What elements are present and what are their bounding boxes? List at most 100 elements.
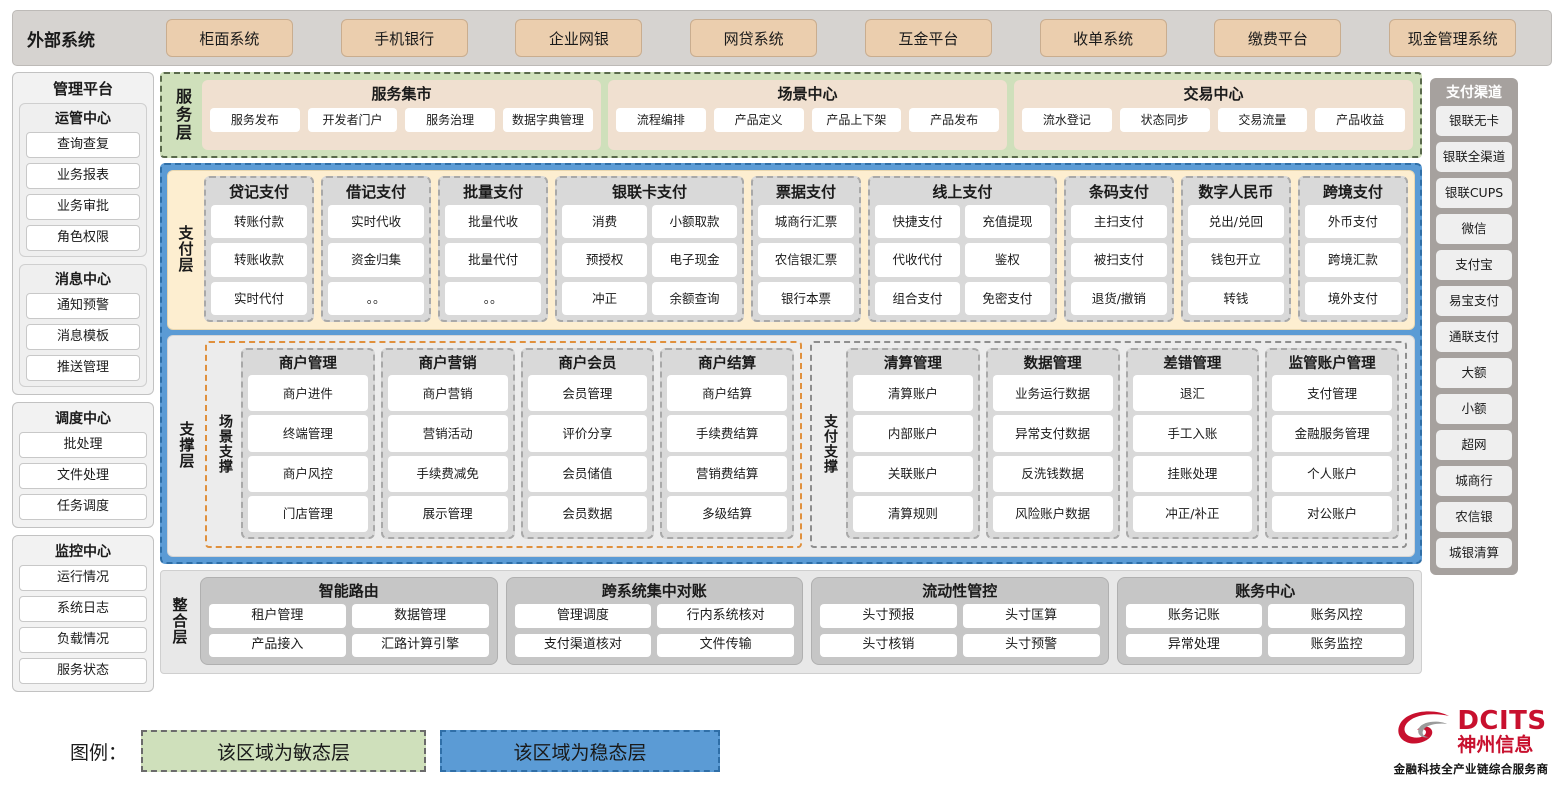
payment-item[interactable]: 鉴权 xyxy=(964,243,1050,277)
payment-item[interactable]: 钱包开立 xyxy=(1187,243,1284,277)
service-item[interactable]: 数据字典管理 xyxy=(502,108,593,132)
service-item[interactable]: 流水登记 xyxy=(1022,108,1112,132)
support-item[interactable]: 终端管理 xyxy=(248,415,368,452)
support-item[interactable]: 商户进件 xyxy=(248,375,368,412)
payment-item[interactable]: 兑出/兑回 xyxy=(1187,205,1284,239)
support-item[interactable]: 会员储值 xyxy=(527,455,648,492)
integration-item[interactable]: 产品接入 xyxy=(209,633,346,657)
payment-item[interactable]: 农信银汇票 xyxy=(757,243,854,277)
support-item[interactable]: 营销活动 xyxy=(387,415,508,452)
service-item[interactable]: 状态同步 xyxy=(1119,108,1210,132)
management-item[interactable]: 查询查复 xyxy=(26,132,140,158)
payment-item[interactable]: 实时代收 xyxy=(328,205,425,239)
payment-item[interactable]: 转账付款 xyxy=(211,205,308,239)
payment-channel-item[interactable]: 城商行 xyxy=(1436,466,1512,496)
support-item[interactable]: 支付管理 xyxy=(1272,375,1392,412)
service-item[interactable]: 产品发布 xyxy=(909,108,999,132)
payment-channel-item[interactable]: 银联CUPS xyxy=(1436,178,1512,208)
management-item[interactable]: 任务调度 xyxy=(19,494,147,520)
integration-item[interactable]: 汇路计算引擎 xyxy=(351,633,489,657)
management-item[interactable]: 批处理 xyxy=(19,432,147,458)
integration-item[interactable]: 头寸核销 xyxy=(820,633,957,657)
service-item[interactable]: 交易流量 xyxy=(1217,108,1308,132)
payment-item[interactable]: 外币支付 xyxy=(1304,205,1401,239)
payment-item[interactable]: 充值提现 xyxy=(964,205,1050,239)
payment-channel-item[interactable]: 通联支付 xyxy=(1436,322,1512,352)
management-item[interactable]: 角色权限 xyxy=(26,225,140,251)
payment-item[interactable]: 城商行汇票 xyxy=(757,205,854,239)
service-item[interactable]: 服务治理 xyxy=(405,108,495,132)
payment-item[interactable]: 。。 xyxy=(445,281,542,315)
payment-item[interactable]: 电子现金 xyxy=(652,243,737,277)
support-item[interactable]: 异常支付数据 xyxy=(992,415,1113,452)
support-item[interactable]: 手续费结算 xyxy=(667,415,787,452)
integration-item[interactable]: 数据管理 xyxy=(351,604,489,628)
payment-channel-item[interactable]: 支付宝 xyxy=(1436,250,1512,280)
support-item[interactable]: 关联账户 xyxy=(853,455,973,492)
payment-item[interactable]: 被扫支付 xyxy=(1070,243,1167,277)
payment-item[interactable]: 境外支付 xyxy=(1304,281,1401,315)
support-item[interactable]: 个人账户 xyxy=(1272,455,1392,492)
payment-item[interactable]: 批量代付 xyxy=(445,243,542,277)
payment-item[interactable]: 转钱 xyxy=(1187,281,1284,315)
payment-item[interactable]: 预授权 xyxy=(562,243,648,277)
support-item[interactable]: 冲正/补正 xyxy=(1132,495,1253,532)
support-item[interactable]: 会员数据 xyxy=(527,495,648,532)
payment-channel-item[interactable]: 城银清算 xyxy=(1436,538,1512,568)
service-item[interactable]: 开发者门户 xyxy=(307,108,398,132)
integration-item[interactable]: 账务风控 xyxy=(1268,604,1405,628)
payment-item[interactable]: 代收代付 xyxy=(875,243,960,277)
support-item[interactable]: 门店管理 xyxy=(248,495,368,532)
payment-channel-item[interactable]: 大额 xyxy=(1436,358,1512,388)
payment-item[interactable]: 冲正 xyxy=(562,281,648,315)
payment-channel-item[interactable]: 微信 xyxy=(1436,214,1512,244)
management-item[interactable]: 通知预警 xyxy=(26,293,140,319)
service-item[interactable]: 产品上下架 xyxy=(811,108,902,132)
service-item[interactable]: 流程编排 xyxy=(616,108,706,132)
payment-item[interactable]: 实时代付 xyxy=(211,281,308,315)
payment-channel-item[interactable]: 小额 xyxy=(1436,394,1512,424)
service-item[interactable]: 服务发布 xyxy=(210,108,300,132)
integration-item[interactable]: 头寸预警 xyxy=(962,633,1100,657)
support-item[interactable]: 多级结算 xyxy=(667,495,787,532)
integration-item[interactable]: 行内系统核对 xyxy=(657,604,794,628)
external-system-item[interactable]: 现金管理系统 xyxy=(1389,19,1517,57)
integration-item[interactable]: 管理调度 xyxy=(514,604,652,628)
management-item[interactable]: 文件处理 xyxy=(19,463,147,489)
payment-channel-item[interactable]: 超网 xyxy=(1436,430,1512,460)
payment-item[interactable]: 快捷支付 xyxy=(875,205,960,239)
support-item[interactable]: 展示管理 xyxy=(387,495,508,532)
integration-item[interactable]: 账务记账 xyxy=(1125,604,1263,628)
payment-item[interactable]: 退货/撤销 xyxy=(1070,281,1167,315)
integration-item[interactable]: 支付渠道核对 xyxy=(514,633,652,657)
external-system-item[interactable]: 网贷系统 xyxy=(690,19,818,57)
support-item[interactable]: 业务运行数据 xyxy=(992,375,1113,412)
payment-item[interactable]: 跨境汇款 xyxy=(1304,243,1401,277)
management-item[interactable]: 系统日志 xyxy=(19,596,147,622)
payment-item[interactable]: 资金归集 xyxy=(328,243,425,277)
payment-item[interactable]: 转账收款 xyxy=(211,243,308,277)
integration-item[interactable]: 账务监控 xyxy=(1268,633,1405,657)
payment-channel-item[interactable]: 银联全渠道 xyxy=(1436,142,1512,172)
support-item[interactable]: 手工入账 xyxy=(1132,415,1253,452)
service-item[interactable]: 产品定义 xyxy=(713,108,804,132)
support-item[interactable]: 清算规则 xyxy=(853,495,973,532)
payment-channel-item[interactable]: 农信银 xyxy=(1436,502,1512,532)
support-item[interactable]: 商户营销 xyxy=(387,375,508,412)
support-item[interactable]: 清算账户 xyxy=(853,375,973,412)
support-item[interactable]: 反洗钱数据 xyxy=(992,455,1113,492)
payment-item[interactable]: 银行本票 xyxy=(757,281,854,315)
support-item[interactable]: 金融服务管理 xyxy=(1272,415,1392,452)
payment-channel-item[interactable]: 易宝支付 xyxy=(1436,286,1512,316)
management-item[interactable]: 运行情况 xyxy=(19,565,147,591)
external-system-item[interactable]: 缴费平台 xyxy=(1214,19,1342,57)
management-item[interactable]: 负载情况 xyxy=(19,627,147,653)
support-item[interactable]: 评价分享 xyxy=(527,415,648,452)
payment-item[interactable]: 组合支付 xyxy=(875,281,960,315)
payment-channel-item[interactable]: 银联无卡 xyxy=(1436,106,1512,136)
integration-item[interactable]: 文件传输 xyxy=(657,633,794,657)
support-item[interactable]: 商户结算 xyxy=(667,375,787,412)
external-system-item[interactable]: 手机银行 xyxy=(340,19,468,57)
external-system-item[interactable]: 收单系统 xyxy=(1039,19,1167,57)
service-item[interactable]: 产品收益 xyxy=(1315,108,1405,132)
